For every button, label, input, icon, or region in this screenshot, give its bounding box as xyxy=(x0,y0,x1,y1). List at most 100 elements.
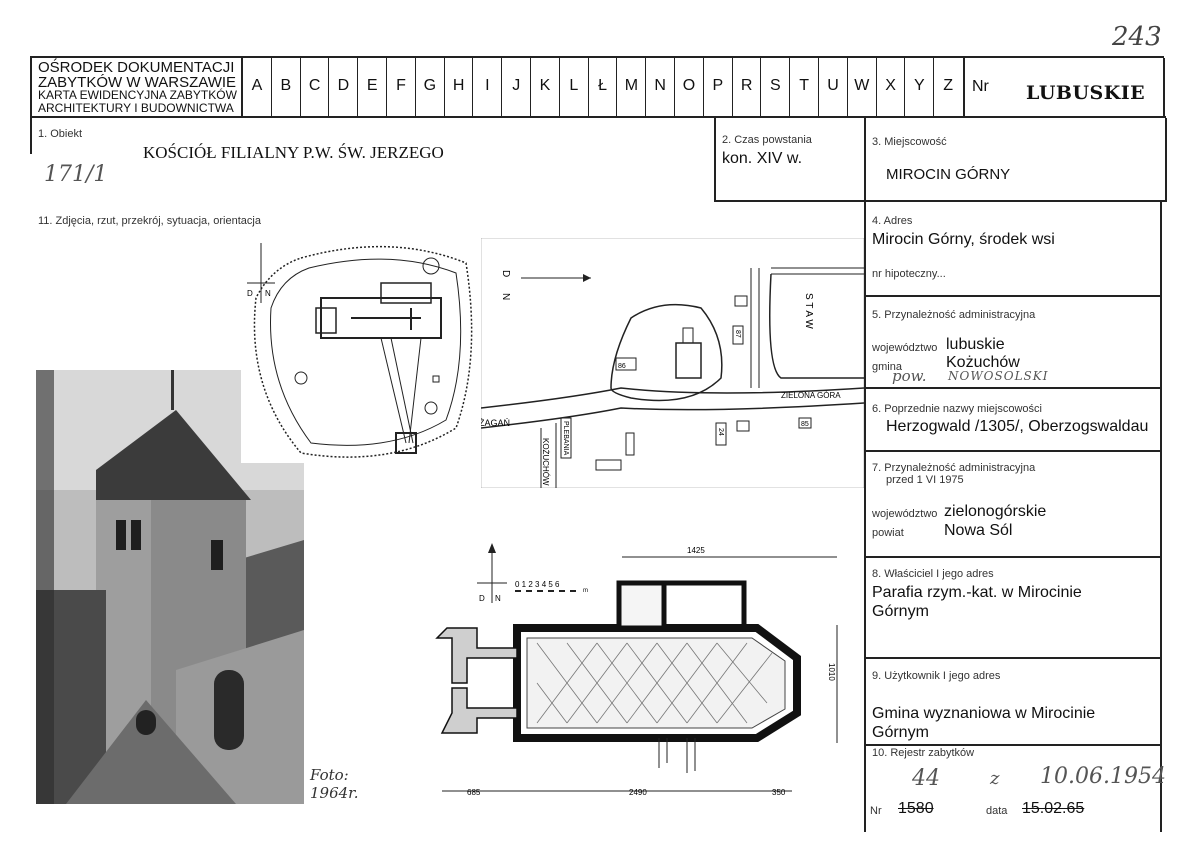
uzytkownik-label: 9. Użytkownik I jego adres xyxy=(872,670,1001,682)
czas-value: kon. XIV w. xyxy=(722,150,803,167)
photo-caption-1: Foto: xyxy=(310,766,349,784)
map-staw-label: S T A W xyxy=(803,293,814,329)
letter-cell: X xyxy=(885,77,896,94)
pow-value: NOWOSOLSKI xyxy=(948,369,1049,383)
letter-divider xyxy=(270,56,272,116)
letter-cell: W xyxy=(854,77,870,94)
letter-cell: Ł xyxy=(598,77,608,94)
letter-divider xyxy=(558,56,560,116)
letter-cell: K xyxy=(539,77,551,94)
map-plebania-label: PLEBANIA xyxy=(562,421,569,456)
map-zielona-gora-label: ZIELONA GÓRA xyxy=(781,391,841,400)
czas-label: 2. Czas powstania xyxy=(722,134,812,146)
poprzednie-label: 6. Poprzednie nazwy miejscowości xyxy=(872,403,1042,415)
letter-divider xyxy=(731,56,733,116)
przed-woj-value: zielonogórskie xyxy=(944,503,1047,520)
letter-divider xyxy=(299,56,301,116)
site-south-label: D xyxy=(247,289,253,298)
letter-divider xyxy=(328,56,330,116)
letter-divider xyxy=(616,56,618,116)
letter-cell: F xyxy=(396,77,406,94)
rejestr-hand-date: 10.06.1954 xyxy=(1040,764,1166,789)
adres-label: 4. Adres xyxy=(872,215,913,227)
nr-label: Nr xyxy=(972,78,989,95)
przed-label2: przed 1 VI 1975 xyxy=(886,474,964,486)
rejestr-nr-value: 1580 xyxy=(898,800,934,817)
map-85-label: 85 xyxy=(801,421,809,428)
letter-divider xyxy=(530,56,531,116)
letter-cell: A xyxy=(251,77,263,94)
photo-caption-2: 1964r. xyxy=(310,784,359,802)
letter-divider xyxy=(818,56,819,116)
gmina-label: gmina xyxy=(872,361,902,373)
plan-dim-b2: 2490 xyxy=(629,788,647,797)
gmina-value: Kożuchów xyxy=(946,354,1020,371)
stamp-number: 243 xyxy=(1112,22,1162,52)
letter-divider xyxy=(904,56,906,116)
plan-south-label: D xyxy=(479,594,485,603)
rejestr-data-value: 15.02.65 xyxy=(1022,800,1085,817)
miejscowosc-label: 3. Miejscowość xyxy=(872,136,947,148)
letter-cell: S xyxy=(770,77,781,94)
przed-woj-label: województwo xyxy=(872,508,938,520)
letter-cell: R xyxy=(740,77,753,94)
rejestr-hand-sep: z xyxy=(990,768,1000,789)
letter-cell: I xyxy=(485,77,490,94)
letter-divider xyxy=(386,56,387,116)
letter-divider xyxy=(587,56,589,116)
adres-value: Mirocin Górny, środek wsi xyxy=(872,231,1055,248)
letter-cell: L xyxy=(569,77,579,94)
rejestr-data-label: data xyxy=(986,805,1008,817)
zdjecia-label: 11. Zdjęcia, rzut, przekrój, sytuacja, o… xyxy=(38,215,261,227)
plan-north-label: N xyxy=(495,594,501,603)
church-photo xyxy=(36,370,304,804)
map-south-label: D xyxy=(500,270,511,277)
plan-dim-b3: 350 xyxy=(772,788,786,797)
letter-divider xyxy=(702,56,704,116)
map-kozuchow-label: KOŻUCHÓW xyxy=(541,438,550,486)
letter-divider xyxy=(789,56,791,116)
letter-divider xyxy=(472,56,474,116)
przed-label: 7. Przynależność administracyjna xyxy=(872,462,1036,474)
wlasciciel-value-1: Parafia rzym.-kat. w Mirocinie xyxy=(872,584,1082,601)
letter-cell: T xyxy=(799,77,810,94)
letter-divider xyxy=(357,56,359,116)
plan-dim-top: 1425 xyxy=(687,546,705,555)
letter-cell: C xyxy=(308,77,321,94)
plan-dim-b1: 685 xyxy=(467,788,481,797)
letter-divider xyxy=(760,56,762,116)
letter-cell: E xyxy=(366,77,378,94)
uzytkownik-value-2: Górnym xyxy=(872,724,929,741)
letter-divider xyxy=(875,56,877,116)
hipoteczny-label: nr hipoteczny... xyxy=(872,268,946,280)
letter-cell: D xyxy=(337,77,350,94)
letter-cell: P xyxy=(712,77,724,94)
rejestr-hand-nr: 44 xyxy=(912,766,940,791)
letter-cell: N xyxy=(654,77,666,94)
map-zagan-label: ŻAGAŃ xyxy=(481,418,510,428)
site-north-label: N xyxy=(265,289,271,298)
woj-value: lubuskie xyxy=(946,336,1005,353)
letter-cell: O xyxy=(682,77,696,94)
rejestr-label: 10. Rejestr zabytków xyxy=(872,747,975,759)
region-title: LUBUSKIE xyxy=(1026,82,1146,104)
rejestr-nr-label: Nr xyxy=(870,805,882,817)
plan-dim-right: 1010 xyxy=(827,663,836,681)
letter-divider xyxy=(674,56,675,116)
przed-pow-label: powiat xyxy=(872,527,904,539)
letter-divider xyxy=(501,56,503,116)
location-map: D N S T A W ŻAGAŃ ZIELONA GÓRA KOŻUCHÓW … xyxy=(479,237,865,489)
letter-cell: Z xyxy=(943,77,954,94)
woj-label: województwo xyxy=(872,342,938,354)
letter-cell: J xyxy=(512,77,521,94)
pow-note: pow. xyxy=(892,367,927,385)
letter-divider xyxy=(846,56,848,116)
uzytkownik-value-1: Gmina wyznaniowa w Mirocinie xyxy=(872,705,1096,722)
map-north-label: N xyxy=(500,293,511,300)
letter-cell: G xyxy=(423,77,437,94)
obiekt-note: 171/1 xyxy=(44,162,108,187)
plan-scale-unit: m xyxy=(583,588,588,594)
plan-scale-label: 0 1 2 3 4 5 6 xyxy=(515,580,560,589)
map-87-label: 87 xyxy=(734,330,741,338)
letter-divider xyxy=(414,56,416,116)
